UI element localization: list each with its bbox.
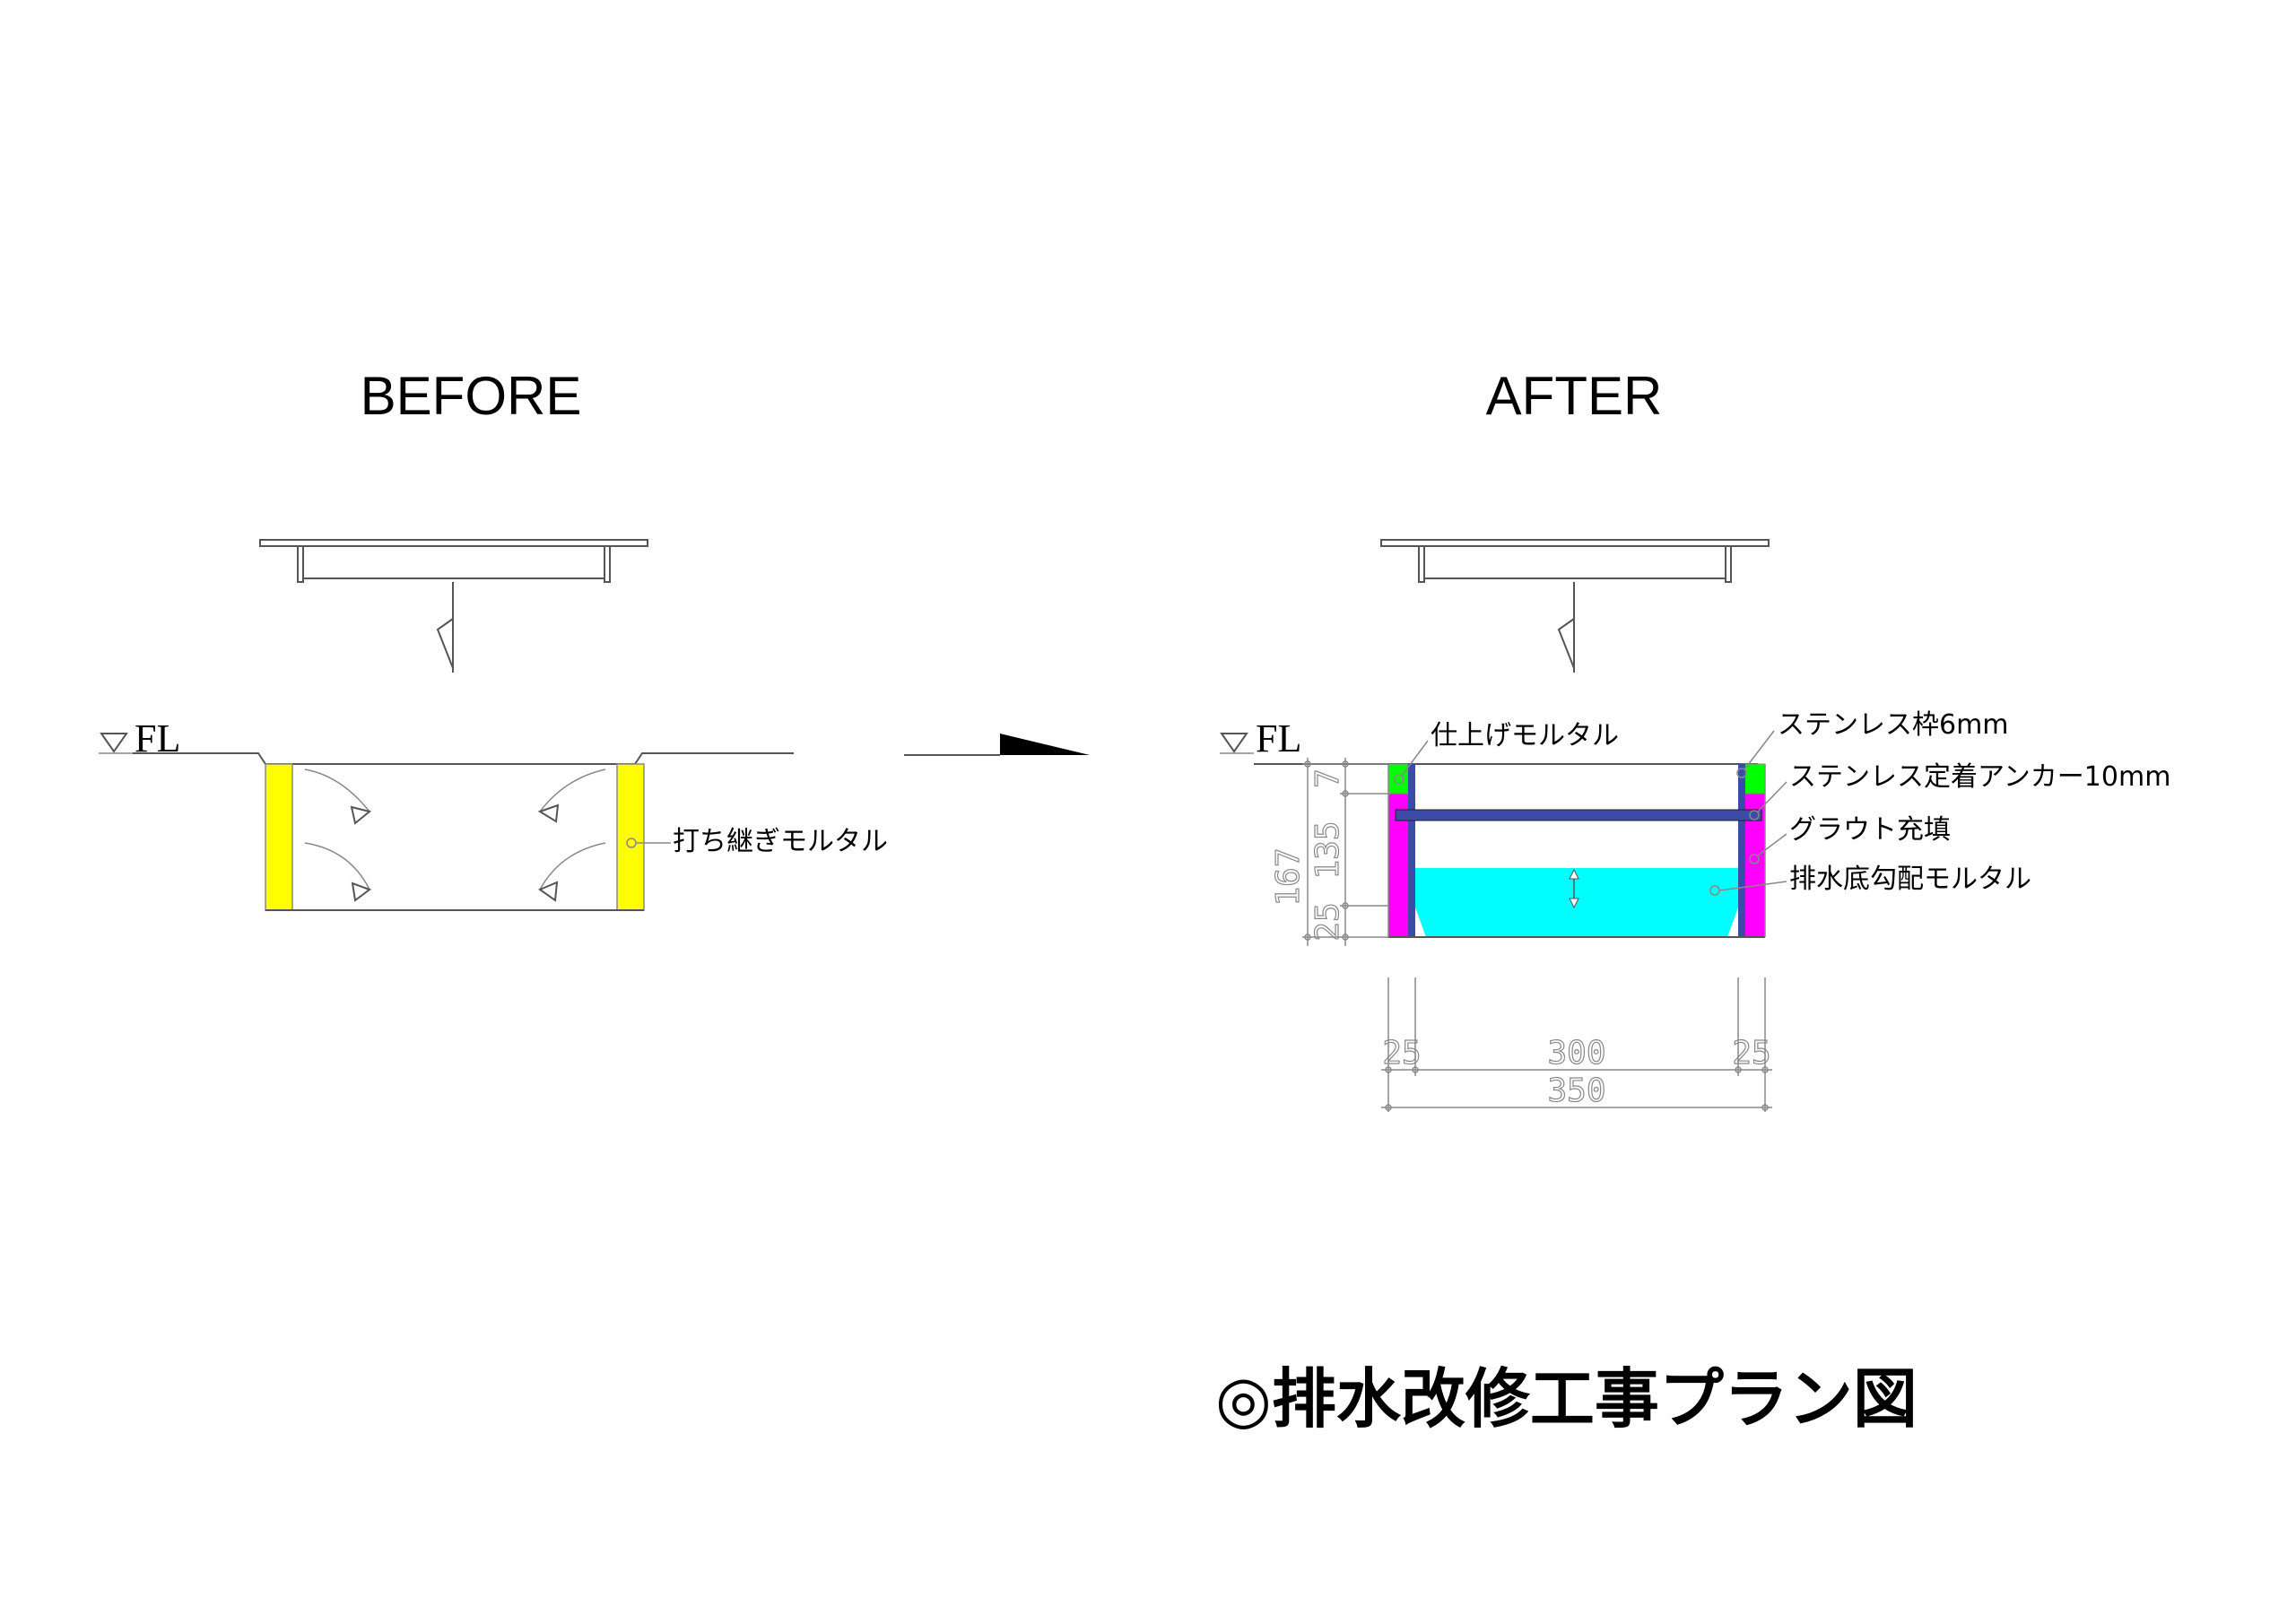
dim-top: 7 bbox=[1309, 769, 1346, 788]
joint-mortar-label: 打ち継ぎモルタル bbox=[673, 826, 888, 857]
grout-label: グラウト充填 bbox=[1789, 814, 1951, 846]
slope-mortar-callout: 排水底勾配モルタル bbox=[1709, 864, 2031, 896]
after-heading: AFTER bbox=[1486, 366, 1663, 426]
drawing-title: ◎排水改修工事プラン図 bbox=[1215, 1361, 1918, 1437]
after-fl-label: FL bbox=[1256, 716, 1301, 760]
grout-callout: グラウト充填 bbox=[1749, 814, 1951, 864]
before-heading: BEFORE bbox=[361, 366, 582, 426]
anchor-label: ステンレス定着アンカー10mm bbox=[1789, 761, 2170, 793]
before-joint-mortar-callout: 打ち継ぎモルタル bbox=[626, 826, 888, 857]
dim-wall-right: 25 bbox=[1732, 1035, 1770, 1072]
finish-mortar-label: 仕上げモルタル bbox=[1431, 720, 1619, 751]
before-trench bbox=[133, 752, 794, 911]
dim-inner-width: 300 bbox=[1547, 1035, 1605, 1072]
dim-wall-left: 25 bbox=[1382, 1035, 1421, 1072]
finish-mortar-callout: 仕上げモルタル bbox=[1394, 720, 1619, 785]
stainless-anchor-bar bbox=[1395, 809, 1762, 821]
anchor-callout: ステンレス定着アンカー10mm bbox=[1749, 761, 2170, 821]
horizontal-dimensions: 25 300 25 350 bbox=[1381, 977, 1772, 1112]
stainless-frame-right bbox=[1738, 764, 1745, 937]
after-trench bbox=[1254, 763, 1766, 938]
before-joint-mortar-left bbox=[265, 763, 293, 911]
dim-total-depth: 167 bbox=[1270, 847, 1307, 906]
after-floor-level-marker: FL bbox=[1220, 716, 1301, 760]
dim-bottom: 25 bbox=[1309, 902, 1346, 941]
stainless-frame-callout: ステンレス枠6mm bbox=[1736, 709, 2009, 778]
dim-total-width: 350 bbox=[1547, 1073, 1605, 1109]
stainless-frame-left bbox=[1408, 764, 1415, 937]
transition-arrow bbox=[904, 734, 1090, 756]
before-grating-lid bbox=[259, 539, 648, 673]
before-joint-mortar-right bbox=[616, 763, 645, 911]
dim-inner-depth: 135 bbox=[1309, 821, 1346, 879]
vertical-dimensions: 167 7 135 25 bbox=[1269, 758, 1388, 946]
slope-mortar-label: 排水底勾配モルタル bbox=[1789, 864, 2031, 895]
after-grating-lid bbox=[1380, 539, 1770, 673]
finish-mortar-right bbox=[1743, 763, 1766, 795]
stainless-frame-label: ステンレス枠6mm bbox=[1778, 709, 2009, 741]
finish-mortar-left bbox=[1387, 763, 1409, 795]
